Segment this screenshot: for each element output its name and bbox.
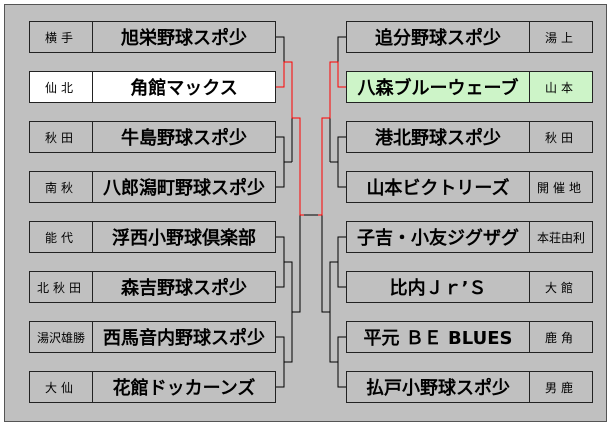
bracket-line [321,215,330,313]
team-region: 湯沢雄勝 [30,322,93,352]
bracket-line [284,261,293,363]
bracket-line [292,215,301,313]
right-team-7: 平元 ＢＥ BLUES 鹿角 [346,321,593,353]
bracket-line [337,336,346,388]
bracket-line [337,136,346,188]
bracket-line [276,236,285,288]
bracket-line [276,336,285,388]
team-region: 鹿角 [529,322,592,352]
team-region: 秋田 [30,122,93,152]
team-region: 横手 [30,22,93,52]
left-team-4: 南秋 八郎潟町野球スポ少 [29,171,276,203]
team-name: 旭栄野球スポ少 [121,28,247,49]
team-region: 男鹿 [529,372,592,402]
right-team-1: 追分野球スポ少 湯上 [346,21,593,53]
team-name: 港北野球スポ少 [375,128,501,149]
right-team-2-winner: 八森ブルーウェーブ 山本 [346,71,593,103]
team-name: 花館ドッカーンズ [112,378,256,399]
team-region: 仙北 [30,72,93,102]
team-region: 開催地 [529,172,592,202]
left-team-7: 湯沢雄勝 西馬音内野球スポ少 [29,321,276,353]
team-name: 子吉・小友ジグザグ [357,228,519,249]
team-region: 南秋 [30,172,93,202]
left-team-1: 横手 旭栄野球スポ少 [29,21,276,53]
bracket-line [337,236,346,288]
bracket-lines [276,36,346,388]
team-name: 払戸小野球スポ少 [366,378,510,399]
bracket-board: 横手 旭栄野球スポ少 仙北 角館マックス 秋田 牛島野球スポ少 南秋 八郎潟町野… [4,4,607,422]
team-name: 八森ブルーウェーブ [347,72,529,102]
left-team-8: 大仙 花館ドッカーンズ [29,371,276,403]
team-region: 山本 [529,72,592,102]
team-name: 平元 ＢＥ BLUES [363,328,513,349]
team-name: 森吉野球スポ少 [121,278,247,299]
right-team-5: 子吉・小友ジグザグ 本荘由利 [346,221,593,253]
bracket-line [337,36,346,87]
team-name: 八郎潟町野球スポ少 [103,178,265,199]
left-team-5: 能代 浮西小野球倶楽部 [29,221,276,253]
team-region: 大館 [529,272,592,302]
team-region: 本荘由利 [529,222,592,252]
winner-line [276,61,304,216]
team-region: 北秋田 [30,272,93,302]
team-name: 牛島野球スポ少 [121,128,247,149]
team-region: 秋田 [529,122,592,152]
bracket-line [329,261,338,363]
bracket-line [276,136,285,188]
left-team-3: 秋田 牛島野球スポ少 [29,121,276,153]
right-team-8: 払戸小野球スポ少 男鹿 [346,371,593,403]
team-name: 浮西小野球倶楽部 [112,228,256,249]
left-team-2-winner: 仙北 角館マックス [29,71,276,103]
team-region: 大仙 [30,372,93,402]
right-team-3: 港北野球スポ少 秋田 [346,121,593,153]
team-name: 比内Ｊｒ’Ｓ [389,278,487,299]
bracket-line [276,36,285,87]
team-name: 角館マックス [130,78,238,99]
left-team-6: 北秋田 森吉野球スポ少 [29,271,276,303]
team-name: 山本ビクトリーズ [366,178,510,199]
winner-line [318,61,346,216]
right-team-6: 比内Ｊｒ’Ｓ 大館 [346,271,593,303]
team-name: 追分野球スポ少 [375,28,501,49]
team-name: 西馬音内野球スポ少 [103,328,265,349]
right-team-4: 山本ビクトリーズ 開催地 [346,171,593,203]
team-region: 能代 [30,222,93,252]
team-region: 湯上 [529,22,592,52]
